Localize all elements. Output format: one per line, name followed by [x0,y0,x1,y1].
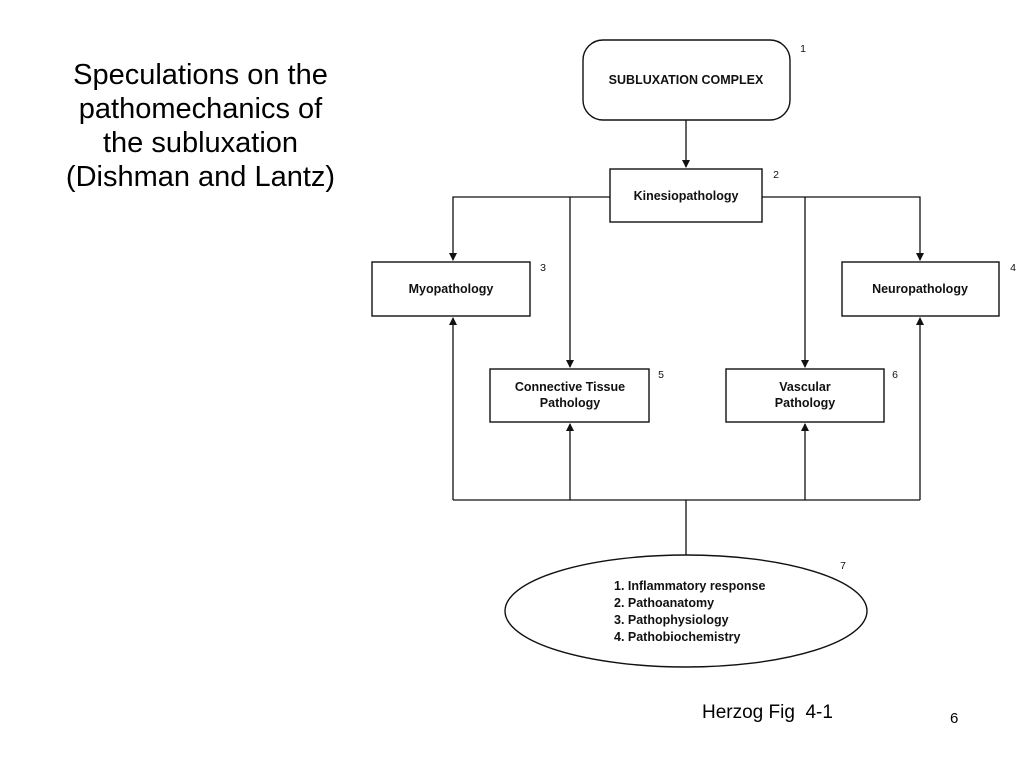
node-label: Neuropathology [872,282,968,296]
node-neuropathology: Neuropathology 4 [841,261,1016,317]
node-number: 2 [773,169,779,181]
node-number: 1 [800,43,806,55]
node-shape [371,261,531,317]
node-label: Pathology [775,396,835,410]
slide-title: Speculations on the pathomechanics of th… [28,58,373,194]
node-shape [489,368,650,423]
node-label: 2. Pathoanatomy [614,596,714,610]
node-label: 1. Inflammatory response [614,579,765,593]
node-shape [504,554,868,668]
node-connective-tissue-pathology: Connective Tissue Pathology 5 [489,368,664,423]
node-number: 5 [658,369,664,381]
node-subluxation-complex: SUBLUXATION COMPLEX 1 [582,39,806,121]
node-number: 7 [840,560,846,572]
title-line: (Dishman and Lantz) [65,161,336,193]
node-number: 4 [1010,262,1016,274]
node-kinesiopathology: Kinesiopathology 2 [609,168,779,223]
node-label: SUBLUXATION COMPLEX [609,73,764,87]
title-line: pathomechanics of [78,93,323,125]
node-number: 6 [892,369,898,381]
node-contributing-factors: 1. Inflammatory response 2. Pathoanatomy… [504,554,868,668]
edge-kinesio-myo [449,196,610,261]
edge-kinesio-neuro [762,196,924,261]
node-number: 3 [540,262,546,274]
node-label: Myopathology [409,282,494,296]
node-label: Pathology [540,396,600,410]
node-label: Connective Tissue [515,380,625,394]
node-label: Kinesiopathology [634,189,739,203]
node-label: 4. Pathobiochemistry [614,630,740,644]
node-shape [582,39,791,121]
node-label: 3. Pathophysiology [614,613,729,627]
node-shape [841,261,1000,317]
node-shape [609,168,763,223]
figure-caption: Herzog Fig 4-1 [702,702,833,723]
node-label: Vascular [779,380,831,394]
node-vascular-pathology: Vascular Pathology 6 [725,368,898,423]
title-line: the subluxation [102,127,299,159]
edges [449,120,924,555]
title-line: Speculations on the [73,59,328,91]
node-shape [725,368,885,423]
node-myopathology: Myopathology 3 [371,261,546,317]
page-number: 6 [950,710,959,727]
